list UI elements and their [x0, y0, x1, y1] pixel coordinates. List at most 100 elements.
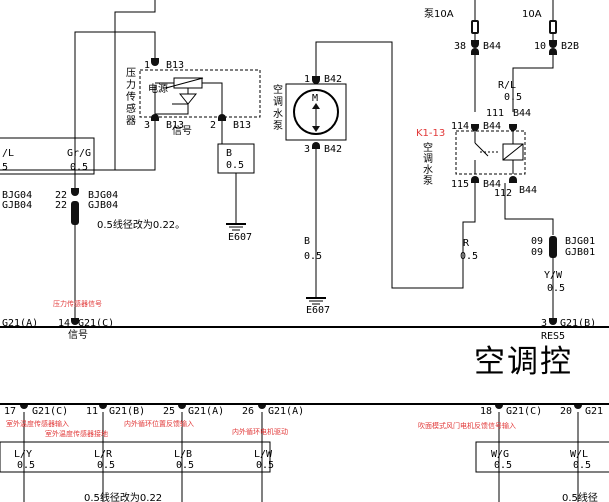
bottom-connector-3: 25 G21(A) L/B 0.5: [163, 405, 224, 502]
sensor-label-char: 力: [126, 78, 136, 91]
conn-b42-3: B42: [324, 144, 342, 155]
wire-r-label: R: [463, 238, 470, 249]
bottom-wire-box-left: [0, 441, 271, 473]
pin-label: 11: [86, 406, 98, 417]
conn-b44-112: B44: [519, 185, 537, 196]
pin-icon: [258, 405, 266, 409]
wire-seg: [0, 0, 156, 171]
conn-b44-38: B44: [483, 41, 501, 52]
pin-icon: [151, 58, 159, 66]
relay-switch-contact: [474, 142, 489, 157]
wire-label: W/L: [570, 449, 588, 460]
wire-seg: [504, 183, 554, 235]
wire-r: [315, 41, 464, 289]
conn-bjg04-b: GJB04: [88, 200, 118, 211]
pin-bjg01-a: 09: [531, 236, 543, 247]
pin-icon: [549, 40, 557, 48]
relay-name-char: 空: [423, 141, 433, 154]
pump-label-char: 泵: [273, 120, 283, 132]
red-note-5: 吹面模式风门电机反馈信号输入: [418, 421, 516, 430]
ground-icon: [306, 297, 326, 305]
relay-name-char: 水: [423, 164, 433, 176]
pressure-sensor-box: [139, 69, 261, 118]
conn-label: G21(A): [268, 406, 304, 417]
wire-seg: [115, 121, 156, 171]
pin-icon: [471, 40, 479, 48]
conn-b44-115: B44: [483, 179, 501, 190]
red-note-3: 内外循环位置反馈输入: [124, 419, 194, 428]
motor-arrow-up: [312, 103, 320, 109]
wire-label: L/R: [94, 449, 113, 460]
pin-icon: [495, 405, 503, 409]
bottom-connector-1: 17 G21(C) L/Y 0.5: [4, 405, 68, 502]
wire-seg: [154, 103, 189, 118]
wire-y-w-size: 0.5: [547, 283, 565, 294]
conn-label: G21(C): [32, 406, 68, 417]
bottom-connector-6: 20 G21 W/L 0.5: [560, 405, 603, 502]
sensor-wiper: [178, 93, 198, 105]
pin-b44-112: 112: [494, 188, 512, 199]
sensor-label-char: 传: [126, 91, 136, 103]
pin-label: 20: [560, 406, 572, 417]
conn-bjg04-left-b: GJB04: [2, 200, 32, 211]
red-note-1: 室外温度传感器输入: [6, 419, 69, 428]
pin-icon: [509, 124, 517, 131]
conn-b2b-10: B2B: [561, 41, 579, 52]
pump-label-char: 水: [273, 108, 283, 120]
pin-icon: [71, 318, 79, 325]
res5-label: RES5: [541, 331, 565, 342]
wire-size: 0.5: [97, 460, 115, 471]
conn-b44-114: B44: [483, 121, 501, 132]
conn-b13-1: B13: [166, 60, 184, 71]
conn-label: G21: [585, 406, 603, 417]
pin-icon: [574, 405, 582, 409]
wire-left-l-size: 5: [2, 162, 8, 173]
relay-name-char: 泵: [423, 175, 433, 187]
wire-seg: [74, 31, 156, 180]
sensor-label-char: 压: [126, 67, 136, 79]
wire-y-w: Y/W: [544, 270, 563, 281]
conn-bjg04-left-a: BJG04: [2, 190, 32, 201]
pin-bjg01-b: 09: [531, 247, 543, 258]
pin-g21-b-3: 3: [541, 318, 547, 329]
wire-seg: [462, 183, 476, 250]
g21-c-signal-label: 信号: [68, 329, 88, 341]
wire-seg: [202, 82, 223, 116]
fuse-left-element: [473, 22, 477, 32]
pin-b44-114: 114: [451, 121, 469, 132]
pump-label-char: 空: [273, 83, 283, 96]
pin-icon: [71, 188, 79, 196]
sensor-label-char: 感: [126, 102, 136, 115]
sensor-signal-label: 信号: [172, 125, 192, 137]
wire-size: 0.5: [17, 460, 35, 471]
conn-g21-c: G21(C): [78, 318, 114, 329]
wire-b-pump-size: 0.5: [304, 251, 322, 262]
wire-r-size: 0.5: [460, 251, 478, 262]
pin-g21-c-14: 14: [58, 318, 70, 329]
pin-b13-3: 3: [144, 120, 150, 131]
wire-seg: [512, 55, 554, 112]
ground-e607-b: E607: [306, 305, 330, 316]
wire-size: 0.5: [573, 460, 591, 471]
conn-label: G21(A): [188, 406, 224, 417]
wire-size: 0.5: [256, 460, 274, 471]
wire-label: L/Y: [14, 449, 32, 460]
pin-label: 25: [163, 406, 175, 417]
wire-label: W/G: [491, 449, 509, 460]
wire-label: L/B: [174, 449, 192, 460]
fuse-right-element: [551, 22, 555, 32]
conn-b44-111: B44: [513, 108, 531, 119]
conn-g21-left: G21(A): [2, 318, 38, 329]
fuse-right-label: 10A: [522, 9, 542, 20]
conn-g21-b: G21(B): [560, 318, 596, 329]
sensor-label-char: 器: [126, 115, 136, 127]
pin-icon: [471, 124, 479, 131]
wire-size: 0.5: [494, 460, 512, 471]
bottom-note-left: 0.5线径改为0.22: [84, 491, 162, 502]
wire-b-sensor-size: 0.5: [226, 160, 244, 171]
ground-icon: [226, 223, 246, 231]
sensor-power-label: 电源: [148, 82, 168, 95]
pin-label: 17: [4, 406, 16, 417]
